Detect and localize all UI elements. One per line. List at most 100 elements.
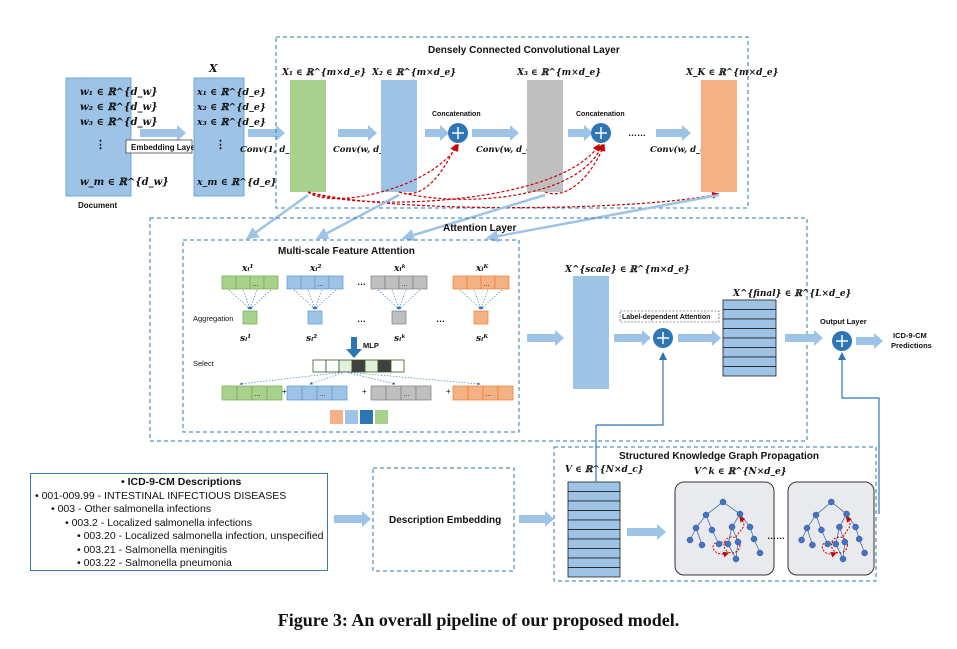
graph-node [861,549,868,557]
graph-node [736,510,744,518]
propagation-loop [830,536,848,554]
graph-node [746,523,754,531]
dense-conv-layer: Densely Connected Convolutional Layer X₁… [275,36,779,209]
graph-node [715,540,723,548]
graph-edge [815,501,832,516]
scale-cell [384,275,400,290]
scale-cell [235,275,251,290]
combined-color-legend [330,410,388,424]
selected-cell-dots: … [319,391,326,398]
selection-cell [312,359,327,373]
icd-item-3-text: 003.2 - Localized salmonella infections [71,516,252,529]
v-row [567,567,621,578]
graph-node [708,526,716,534]
graph-node [852,523,859,531]
selection-edge [344,371,396,385]
emb-row-vdots: ⋮ [215,139,226,151]
graph-node [812,511,820,519]
scale-cell [412,275,428,290]
v-label: V ∈ ℝ^{N×d_c} [565,465,644,475]
xfinal-row [722,366,777,377]
selected-cell [331,385,348,401]
v-row [567,529,621,540]
aggregated-cell [307,310,323,325]
aggregation-label: Aggregation [193,314,233,323]
selected-vector-rows: …………+++ [221,385,514,401]
v-row [567,510,621,521]
selected-cell [452,385,469,401]
graph-node [832,540,840,548]
x1-feature-map [290,80,326,192]
aggregated-cell [391,310,407,325]
selected-cell-dots: … [254,391,261,398]
attention-layer: Attention Layer Multi-scale Feature Atte… [149,217,852,442]
graph-node [828,498,835,506]
conv-w-2-label: Conv(w, d_e) [476,144,536,155]
kg-block: Structured Knowledge Graph Propagation V… [553,352,877,582]
scale-cell [328,275,344,290]
v-row [567,519,621,530]
aggregation-edge [459,289,482,310]
figure-caption: Figure 3: An overall pipeline of our pro… [277,610,680,630]
graph-node [818,526,825,534]
aggregation-edge [480,289,489,310]
scale-cell [300,275,316,290]
xscale-label: X^{scale} ∈ ℝ^{m×d_e} [564,265,690,275]
selected-cell [467,385,484,401]
xscale-matrix [573,276,609,389]
document-block: w₁ ∈ ℝ^{d_w} w₂ ∈ ℝ^{d_w} w₃ ∈ ℝ^{d_w} ⋮… [65,77,169,210]
plus-sign: + [282,387,287,396]
graph-node [686,536,694,544]
aggregated-cell [473,310,489,325]
mlp-arrow-icon [346,337,362,358]
s-label-2: sᵢ² [306,334,317,344]
graph-node [839,555,847,563]
aggregation-edge [314,289,323,310]
s-label-K: sᵢᴷ [476,334,489,344]
aggregation-edge [228,289,251,310]
propagation-loop [723,536,741,554]
selected-cell [385,385,402,401]
graph-edge [705,501,724,516]
doc-row-m: w_m ∈ ℝ^{d_w} [80,177,169,188]
graph-node [809,541,816,549]
s-label-k: sᵢᵏ [394,334,406,344]
xk-label: X_K ∈ ℝ^{m×d_e} [685,68,779,78]
selected-cell [236,385,253,401]
xfinal-row [722,356,777,367]
vk-label: V^k ∈ ℝ^{N×d_e} [694,467,787,477]
scale-cell-dots: … [401,281,408,288]
conv-w-3-label: Conv(w, d_e) [650,144,710,155]
graph-node [750,535,758,543]
selected-cell [286,385,303,401]
dense-ellipsis: …… [628,128,646,138]
output-layer-label: Output Layer [820,317,867,326]
xfinal-row [722,299,777,310]
icd-item-2: • 003 - Other salmonella infections [51,503,212,515]
icd-item-4: • 003.20 - Localized salmonella infectio… [77,530,324,542]
concat-1-label: Concatenation [432,111,481,118]
icd-item-5-text: 003.21 - Salmonella meningitis [83,543,228,556]
icd-item-1: • 001-009.99 - INTESTINAL INFECTIOUS DIS… [35,489,287,502]
x-label-2: xᵢ² [309,264,322,274]
emb-row-2: x₂ ∈ ℝ^{d_e} [196,102,266,113]
dense-connections [307,143,720,209]
graph-node [798,536,805,544]
doc-row-3: w₃ ∈ ℝ^{d_w} [80,117,158,128]
x3-feature-map [527,80,563,192]
aggregation-edge [398,289,421,310]
icd-item-6: • 003.22 - Salmonella pneumonia [77,557,232,569]
graph-node [698,541,706,549]
v-row [567,538,621,549]
attention-layer-title: Attention Layer [443,223,516,234]
xfinal-label: X^{final} ∈ ℝ^{L×d_e} [732,289,852,299]
scale-cell [221,275,237,290]
propagation-edge [735,516,746,538]
v-row [567,481,621,492]
aggregated-cell [242,310,258,325]
selection-cell [325,359,340,373]
icd-title-row: • ICD-9-CM Descriptions [121,476,242,488]
emb-row-1: x₁ ∈ ℝ^{d_e} [196,87,266,98]
graph-node [824,540,831,548]
label-dep-attention-label: Label-dependent Attention [622,314,710,321]
